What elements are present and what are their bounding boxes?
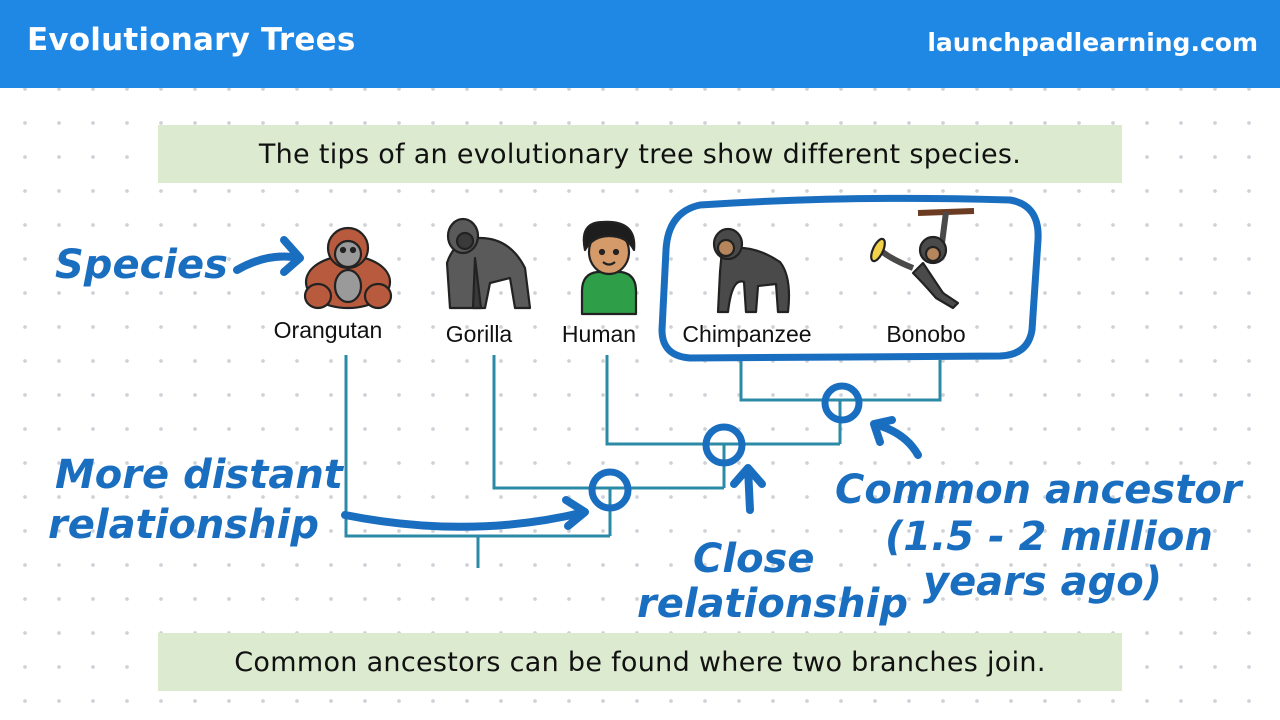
annotation-ancestor-line3: years ago) [923, 559, 1162, 605]
annotation-ancestor-line2: (1.5 - 2 million [885, 514, 1213, 560]
branch-human-pan [605, 355, 840, 446]
top-banner: The tips of an evolutionary tree show di… [158, 125, 1122, 183]
node-human-pan [702, 423, 746, 467]
species-label-human: Human [562, 321, 636, 347]
site-url: launchpadlearning.com [927, 28, 1258, 57]
species-label-bonobo: Bonobo [886, 321, 965, 347]
distant-arrow [341, 496, 589, 531]
branch-chimp-bonobo [739, 360, 942, 402]
bonobo-icon [870, 208, 975, 310]
bottom-banner: Common ancestors can be found where two … [158, 633, 1122, 691]
annotation-close-line2: relationship [637, 581, 908, 627]
species-label-orangutan: Orangutan [274, 317, 383, 343]
header-bar: Evolutionary Trees launchpadlearning.com [0, 0, 1280, 88]
annotation-ancestor-line1: Common ancestor [835, 467, 1244, 513]
ancestor-arrow [870, 416, 922, 459]
species-label-chimpanzee: Chimpanzee [682, 321, 811, 347]
node-chimp-bonobo [821, 382, 863, 424]
orangutan-icon [303, 226, 393, 310]
annotation-distant-line2: relationship [48, 502, 319, 548]
node-gorilla [588, 468, 632, 512]
branch-gorilla-hominini [492, 355, 724, 490]
species-label-gorilla: Gorilla [446, 321, 513, 347]
pan-group-outline [658, 194, 1042, 362]
page-title: Evolutionary Trees [27, 22, 356, 58]
ancestor-nodes [588, 382, 863, 512]
human-icon [580, 220, 638, 316]
chimpanzee-icon [712, 227, 791, 314]
annotation-distant-line1: More distant [55, 452, 345, 498]
close-arrow [730, 464, 766, 514]
annotation-close-line1: Close [693, 536, 814, 582]
gorilla-icon [445, 217, 532, 310]
annotation-species: Species [55, 242, 228, 288]
species-arrow [233, 236, 304, 276]
branch-orangutan-hominidae [344, 355, 610, 538]
